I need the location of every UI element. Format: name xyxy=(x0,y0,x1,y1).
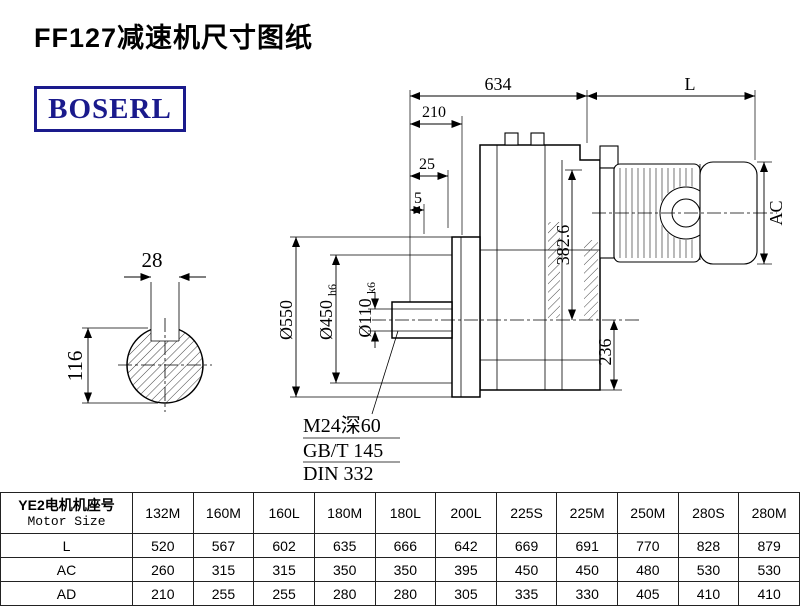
table-cell: 410 xyxy=(677,581,740,606)
table-cell: 315 xyxy=(192,557,255,582)
svg-text:AC: AC xyxy=(766,200,786,225)
table-cell: 520 xyxy=(132,533,194,558)
table-row-L: L 520 567 602 635 666 642 669 691 770 82… xyxy=(0,533,800,558)
table-cell: 405 xyxy=(617,581,679,606)
header-cn: YE2电机机座号 xyxy=(18,497,115,513)
table-cell: 666 xyxy=(374,533,437,558)
table-cell: 330 xyxy=(556,581,618,606)
svg-text:Ø550: Ø550 xyxy=(276,300,296,340)
table-row-AC: AC 260 315 315 350 350 395 450 450 480 5… xyxy=(0,557,800,582)
dim-450-label: Ø450 h6 xyxy=(316,284,339,340)
note-thread-spec: M24深60 xyxy=(303,414,381,437)
table-cell: 480 xyxy=(617,557,679,582)
dim-25-label: 25 xyxy=(419,156,435,173)
header-en: Motor Size xyxy=(27,514,106,529)
table-cell: 828 xyxy=(677,533,740,558)
boserl-logo: BOSERL xyxy=(34,86,186,132)
row-label: AD xyxy=(0,581,133,606)
column-header: 180M xyxy=(313,492,376,534)
motor-terminal-box xyxy=(599,145,619,169)
dim-550-label: Ø550 xyxy=(276,300,296,340)
table-cell: 450 xyxy=(556,557,618,582)
dim-382-label: 382.6 xyxy=(553,225,573,266)
thread-notes: M24深60 GB/T 145 DIN 332 xyxy=(303,330,400,485)
svg-text:Ø110: Ø110 xyxy=(355,298,375,337)
table-cell: 450 xyxy=(495,557,558,582)
technical-drawing-svg: 634 L 210 25 5 AC 382.6 236 xyxy=(63,74,786,485)
housing-bolt-boss xyxy=(530,132,545,146)
output-flange xyxy=(451,236,481,398)
table-cell: 669 xyxy=(495,533,558,558)
column-header: 250M xyxy=(617,492,679,534)
table-header-motor-size: YE2电机机座号 Motor Size xyxy=(0,492,133,534)
column-header: 132M xyxy=(132,492,194,534)
table-cell: 210 xyxy=(132,581,194,606)
column-header: 225S xyxy=(495,492,558,534)
table-cell: 691 xyxy=(556,533,618,558)
housing-bolt-boss xyxy=(504,132,519,146)
dim-116-label: 116 xyxy=(63,351,87,382)
table-cell: 879 xyxy=(738,533,800,558)
table-header-row: YE2电机机座号 Motor Size 132M 160M 160L 180M … xyxy=(0,492,800,534)
table-cell: 410 xyxy=(738,581,800,606)
table-cell: 602 xyxy=(253,533,315,558)
row-label: AC xyxy=(0,557,133,582)
motor-size-table: YE2电机机座号 Motor Size 132M 160M 160L 180M … xyxy=(0,492,800,606)
dim-634-label: 634 xyxy=(485,74,512,94)
dim-236-label: 236 xyxy=(595,339,615,366)
column-header: 180L xyxy=(374,492,437,534)
table-cell: 530 xyxy=(677,557,740,582)
table-cell: 255 xyxy=(192,581,255,606)
dim-450-tolerance: h6 xyxy=(325,284,339,296)
column-header: 160L xyxy=(253,492,315,534)
table-cell: 350 xyxy=(374,557,437,582)
svg-text:Ø450: Ø450 xyxy=(316,300,336,340)
gearbox-housing-outline xyxy=(479,144,601,391)
note-gb-standard: GB/T 145 xyxy=(303,440,383,462)
table-cell: 770 xyxy=(617,533,679,558)
column-header: 280M xyxy=(738,492,800,534)
column-header: 280S xyxy=(677,492,740,534)
dim-5-label: 5 xyxy=(414,190,422,207)
row-label: L xyxy=(0,533,133,558)
table-cell: 260 xyxy=(132,557,194,582)
table-cell: 530 xyxy=(738,557,800,582)
table-cell: 280 xyxy=(313,581,376,606)
page-title: FF127减速机尺寸图纸 xyxy=(34,23,314,53)
table-cell: 335 xyxy=(495,581,558,606)
note-din-standard: DIN 332 xyxy=(303,463,374,485)
dim-AC-label: AC xyxy=(766,200,786,225)
section-hatch xyxy=(548,222,560,318)
svg-text:116: 116 xyxy=(63,351,87,382)
table-cell: 255 xyxy=(253,581,315,606)
table-cell: 305 xyxy=(435,581,497,606)
table-cell: 315 xyxy=(253,557,315,582)
table-cell: 395 xyxy=(435,557,497,582)
table-cell: 635 xyxy=(313,533,376,558)
dim-110-label: Ø110 k6 xyxy=(355,282,378,338)
table-row-AD: AD 210 255 255 280 280 305 335 330 405 4… xyxy=(0,581,800,606)
dim-110-tolerance: k6 xyxy=(364,282,378,294)
svg-text:382.6: 382.6 xyxy=(553,225,573,266)
table-cell: 350 xyxy=(313,557,376,582)
column-header: 225M xyxy=(556,492,618,534)
column-header: 160M xyxy=(192,492,255,534)
dim-28-label: 28 xyxy=(142,248,163,272)
shaft-end-view: 28 116 xyxy=(63,248,212,412)
column-header: 200L xyxy=(435,492,497,534)
dim-210-label: 210 xyxy=(422,104,446,121)
dimension-annotations: 634 L 210 25 5 AC 382.6 236 xyxy=(276,74,786,398)
housing-detail-lines xyxy=(480,145,600,390)
table-cell: 567 xyxy=(192,533,255,558)
svg-text:236: 236 xyxy=(595,339,615,366)
table-cell: 280 xyxy=(374,581,437,606)
dim-L-label: L xyxy=(685,74,696,94)
table-cell: 642 xyxy=(435,533,497,558)
note-leader-line xyxy=(371,330,399,415)
section-hatch xyxy=(584,240,598,320)
